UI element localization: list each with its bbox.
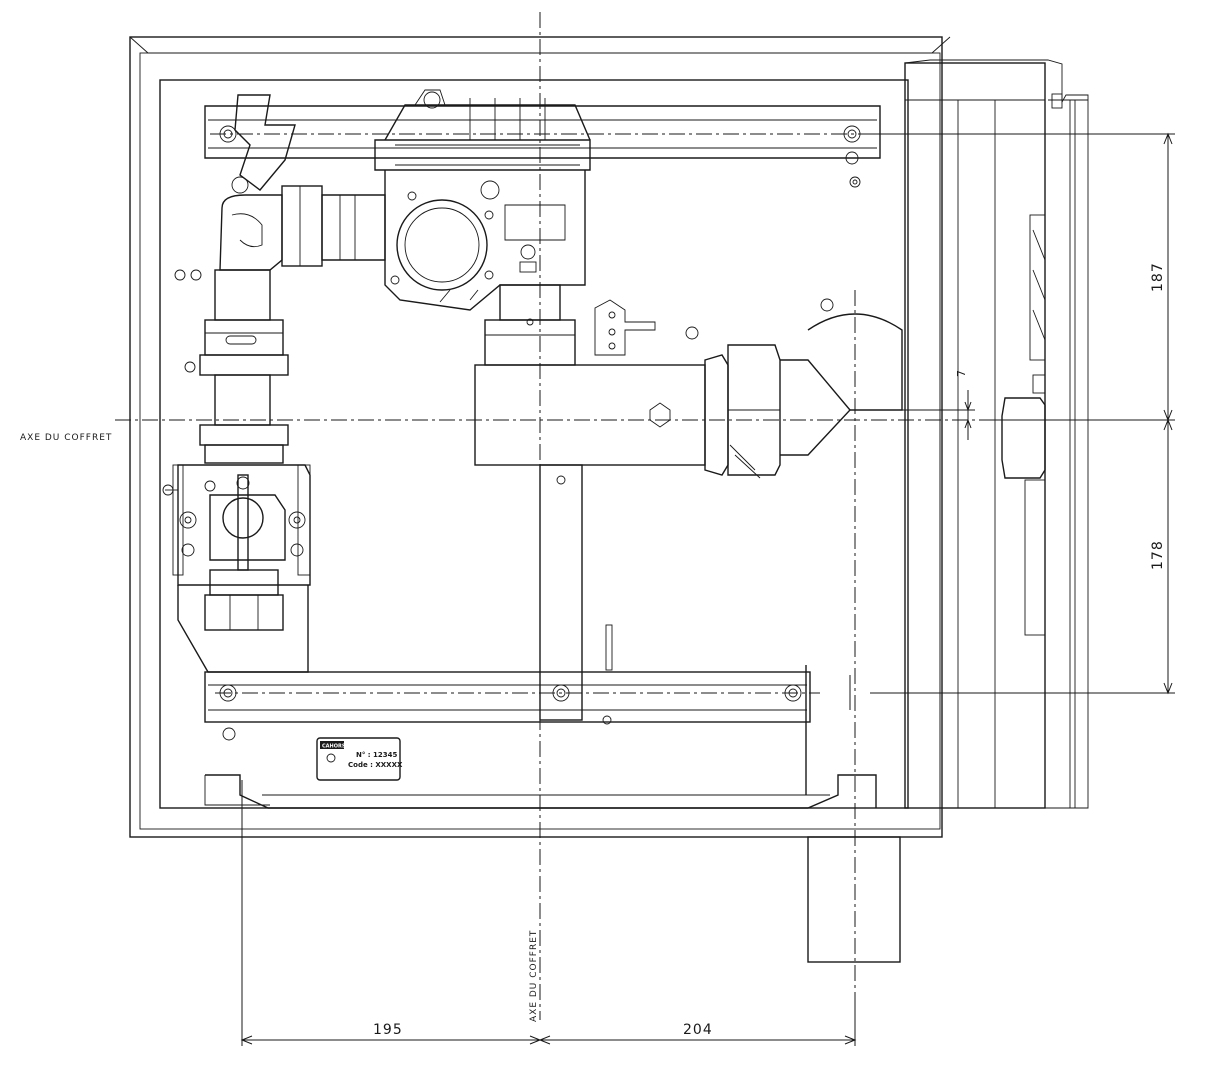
left-pipe-assembly	[162, 94, 311, 673]
gas-regulator	[281, 89, 834, 366]
dimension-7: 7	[955, 369, 968, 377]
nameplate-number: N° : 12345	[356, 751, 398, 759]
axis-label-vertical: AXE DU COFFRET	[529, 930, 539, 1022]
bottom-rail	[204, 665, 811, 795]
dimension-178: 178	[1150, 540, 1166, 570]
dimension-187: 187	[1150, 262, 1166, 292]
dimension-lines	[240, 132, 1175, 1046]
outlet-sleeve	[807, 836, 901, 963]
top-rail	[204, 105, 881, 188]
nameplate: CAHORS N° : 12345 Code : XXXXX	[316, 737, 403, 781]
dimension-195: 195	[373, 1022, 403, 1038]
manifold-block	[474, 313, 903, 479]
nameplate-logo: CAHORS	[322, 744, 346, 750]
axis-label-horizontal: AXE DU COFFRET	[20, 433, 112, 443]
axis-lines	[115, 12, 1135, 1040]
dimension-204: 204	[683, 1022, 713, 1038]
vertical-support	[539, 464, 613, 721]
door-cover	[904, 59, 1089, 809]
nameplate-code: Code : XXXXX	[348, 761, 403, 769]
